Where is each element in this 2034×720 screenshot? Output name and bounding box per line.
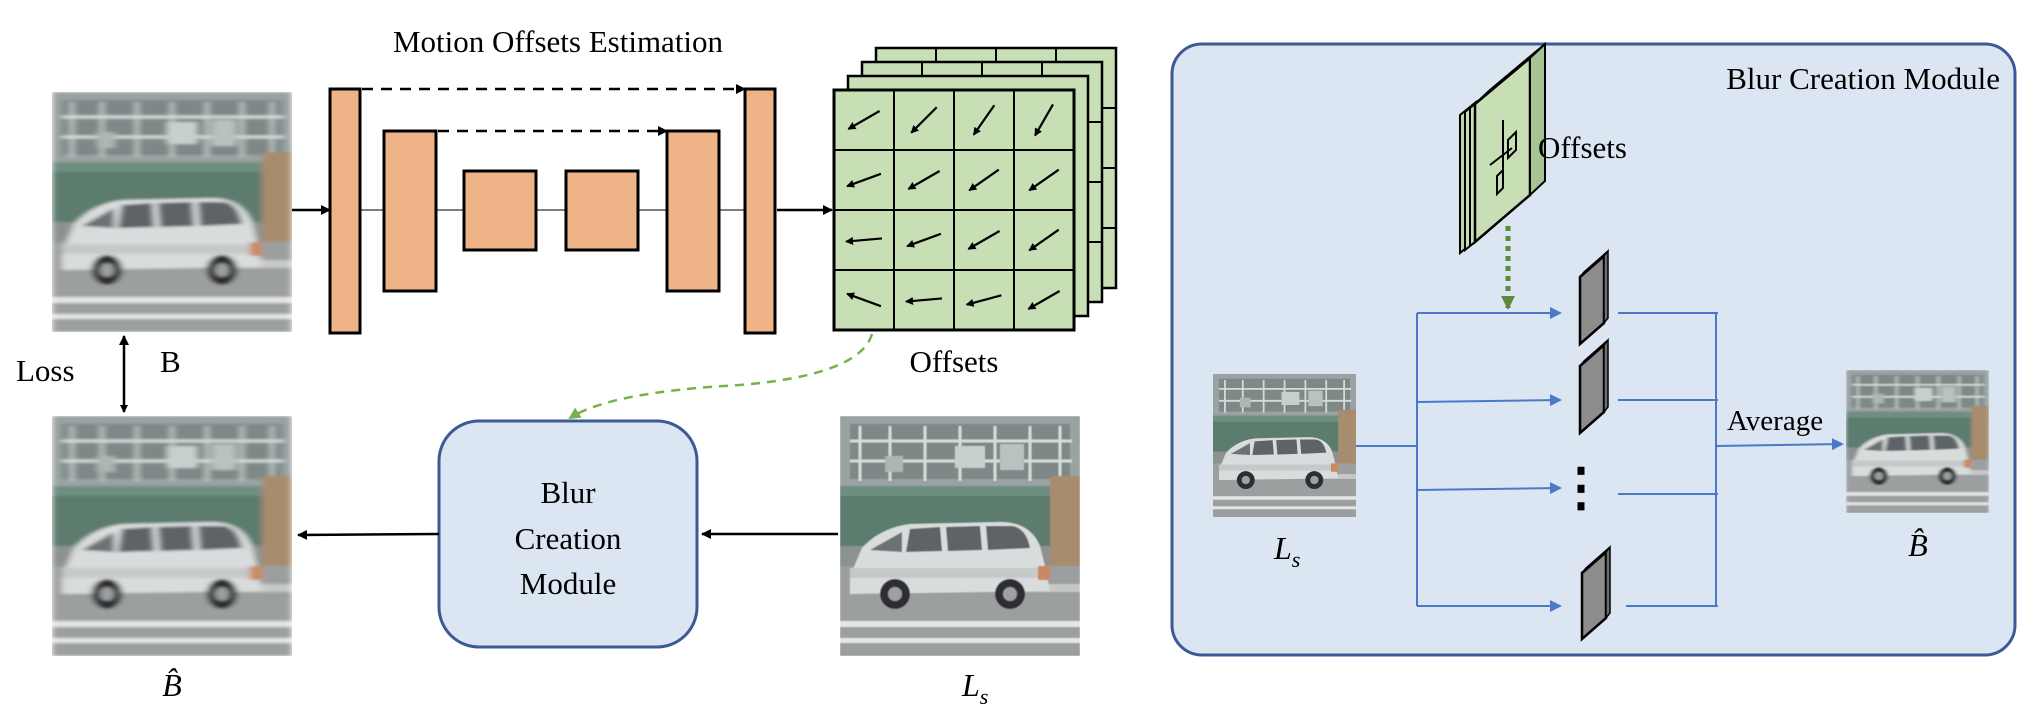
- module-line-3: Module: [520, 566, 616, 601]
- offset-arrow-r1-c1: [907, 170, 941, 190]
- average-arrow: [1715, 438, 1844, 451]
- blur-kernel-n: [1580, 544, 1611, 642]
- module-to-output-arrow: [297, 529, 440, 540]
- ls-label-left: Ls: [961, 667, 988, 709]
- offsets-grid-lines: [834, 90, 1074, 330]
- blur-kernel-1: [1578, 248, 1609, 347]
- offset-arrow-r2-c0: [845, 236, 883, 245]
- blur-kernel-2: [1578, 337, 1609, 436]
- offsets-slab-3d: [1459, 41, 1546, 256]
- average-label: Average: [1727, 405, 1823, 437]
- branch-3-arrow: [1416, 482, 1562, 495]
- offset-arrow-r1-c0: [846, 172, 882, 188]
- offset-arrow-r2-c1: [906, 232, 942, 248]
- offset-arrow-r3-c0: [846, 292, 882, 308]
- module-line-1: Blur: [540, 475, 596, 510]
- blur-creation-module-title: Blur Creation Module: [1726, 61, 2000, 96]
- offset-arrow-r0-c0: [847, 110, 881, 130]
- decoder-block-1: [743, 87, 777, 335]
- blur-creation-module-panel: [1170, 42, 2017, 657]
- encoder-block-1: [328, 87, 362, 335]
- sharp-image-ls-right: [1213, 374, 1357, 518]
- offset-arrow-r3-c3: [1027, 290, 1061, 310]
- offset-arrow-r2-c2: [967, 230, 1001, 250]
- loss-label: Loss: [16, 353, 75, 388]
- b-hat-label-right: B̂: [1908, 527, 1928, 563]
- offset-arrow-r1-c2: [968, 168, 1000, 192]
- offset-arrow-r1-c3: [1028, 168, 1060, 192]
- offsets-to-module-dashed-arrow: [568, 333, 874, 420]
- offsets-back-grid-lines: [921, 48, 1116, 243]
- offset-arrow-r2-c3: [1028, 228, 1060, 252]
- b-label: B: [160, 344, 181, 379]
- ls-label-right: Ls: [1273, 530, 1300, 572]
- offset-arrow-r0-c3: [1034, 103, 1054, 137]
- offsets-grid-stack: [832, 46, 1118, 332]
- module-line-2: Creation: [515, 521, 622, 556]
- blurry-input-image-b: [52, 92, 292, 332]
- sharp-image-ls: [840, 416, 1080, 656]
- offsets-label-right: Offsets: [1538, 130, 1627, 165]
- motion-offsets-estimation-title: Motion Offsets Estimation: [393, 24, 724, 59]
- b-hat-label-left: B̂: [162, 667, 182, 703]
- offsets-label: Offsets: [910, 344, 999, 379]
- reblurred-output-b-hat-right: [1846, 370, 1990, 514]
- offset-arrow-r3-c2: [965, 294, 1002, 307]
- kernel-ellipsis: ⋮: [1555, 460, 1607, 517]
- offset-arrow-r0-c2: [972, 104, 996, 136]
- reblurred-output-image-b-hat: [52, 416, 292, 656]
- offset-arrow-r0-c1: [910, 106, 938, 134]
- bottleneck-block-1: [462, 169, 538, 252]
- offset-arrows-group: [845, 103, 1061, 310]
- offset-arrow-r3-c1: [905, 296, 943, 305]
- flow-lines: [1356, 307, 1844, 612]
- decoder-block-2: [665, 129, 721, 293]
- bottleneck-block-2: [564, 169, 640, 252]
- branch-2-arrow: [1416, 394, 1562, 407]
- encoder-block-2: [382, 129, 438, 293]
